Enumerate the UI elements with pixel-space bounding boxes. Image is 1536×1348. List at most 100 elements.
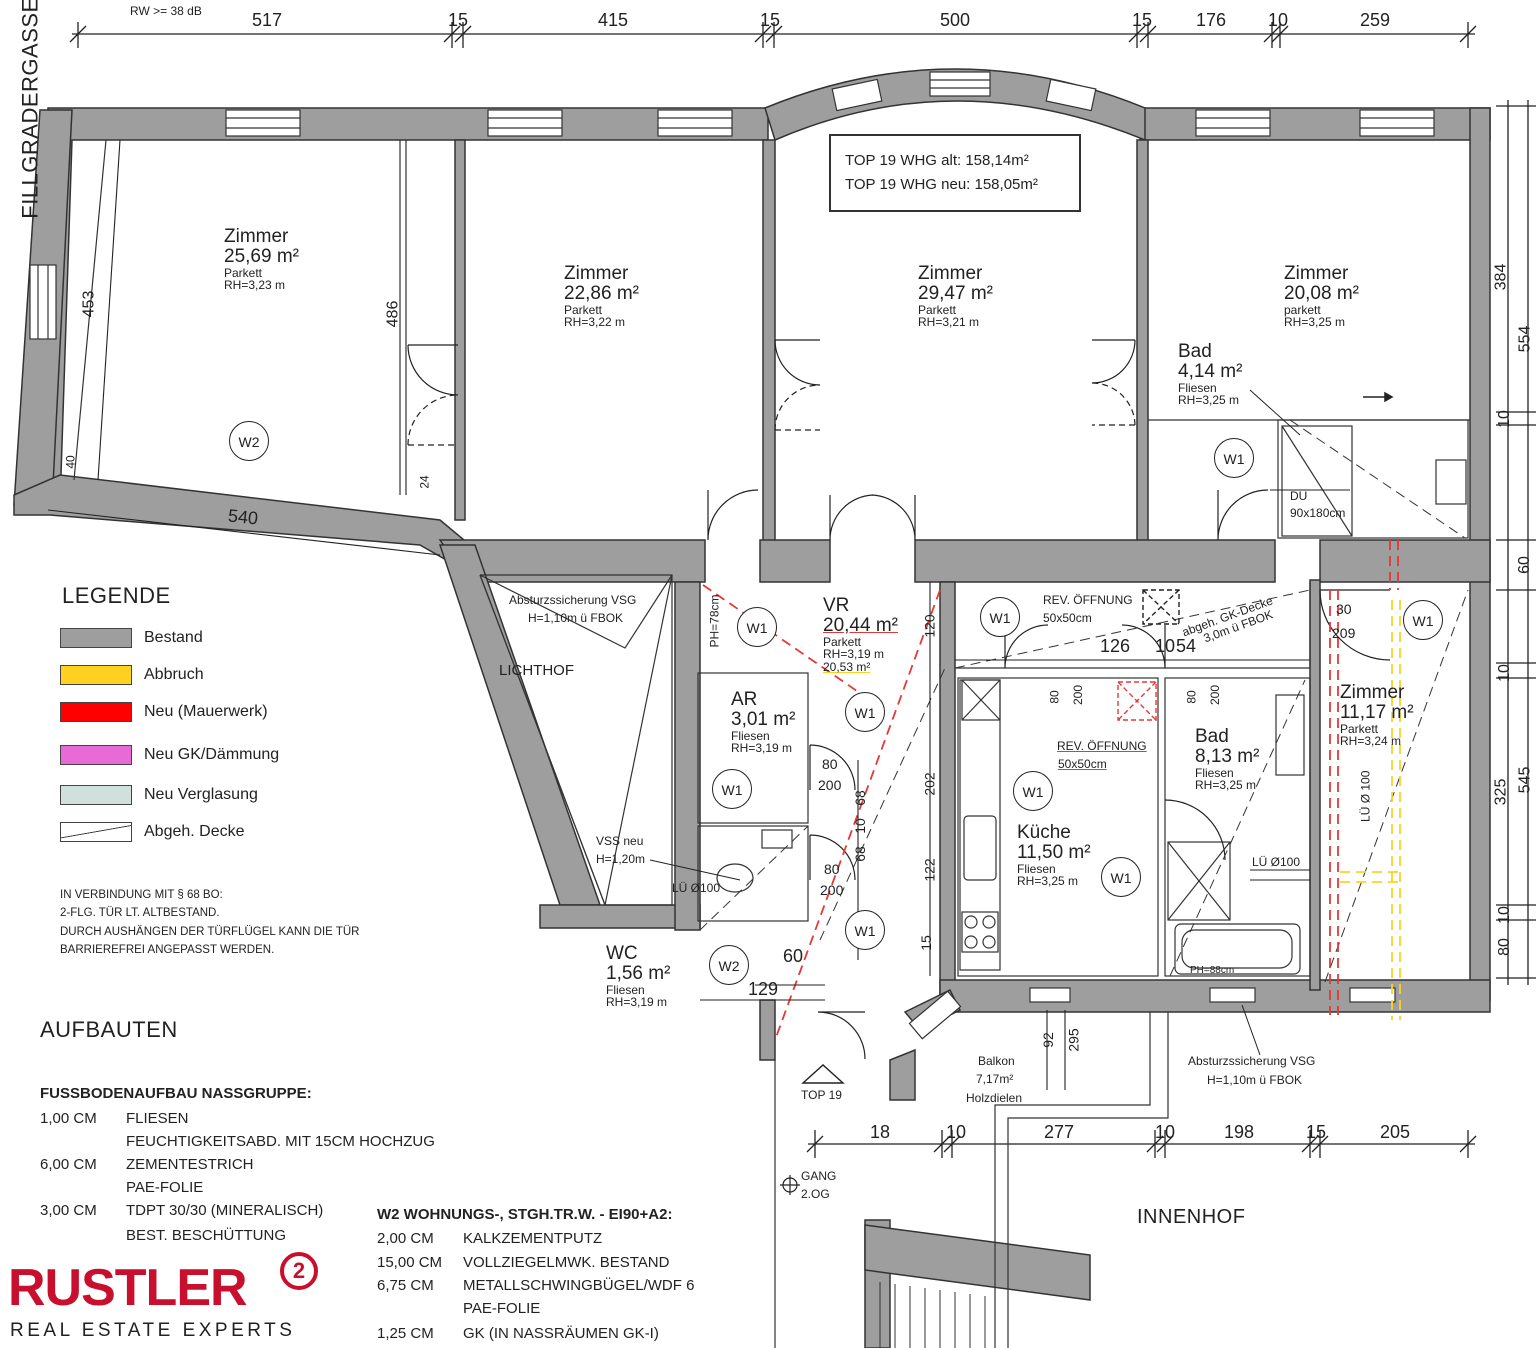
apartment-area-box: TOP 19 WHG alt: 158,14m² TOP 19 WHG neu:… [829,134,1081,212]
dim-198: 198 [1224,1122,1255,1142]
brand-tagline: REAL ESTATE EXPERTS [10,1320,296,1341]
room-vr: VR 20,44 m² Parkett RH=3,19 m 20,53 m² [823,595,898,675]
revision-opening-red [1117,681,1157,721]
wall-tag-w1: W1 [1101,857,1141,897]
rev-opening-1-b: 50x50cm [1043,611,1092,625]
w2-row-5-txt: GK (IN NASSRÄUMEN GK-I) [463,1325,659,1342]
shower-label-b: 90x180cm [1290,506,1346,520]
balkon-label-a: Balkon [978,1054,1015,1068]
dim-176: 176 [1196,10,1227,30]
aufbau-row-3-thk: 6,00 CM [40,1156,97,1173]
aufbauten-title: AUFBAUTEN [40,1017,178,1042]
arrow-icon [1363,391,1394,403]
dim-554: 554 [1516,325,1534,353]
w2-row-2-txt: VOLLZIEGELMWK. BESTAND [463,1254,670,1271]
dim-92: 92 [1039,1032,1056,1048]
entrance-marker [801,1064,845,1084]
demolition-lines [1340,600,1401,1020]
dim-277: 277 [1044,1122,1075,1142]
top-note: RW >= 38 dB [130,4,202,18]
dim-24: 24 [417,475,432,489]
wall-tag-w1: W1 [980,597,1020,637]
gang-label-a: GANG [801,1169,837,1183]
dim-540: 540 [227,505,260,529]
legend-swatch [60,785,132,805]
aufbau-row-1-thk: 1,00 CM [40,1110,97,1127]
dim-10-vr: 10 [851,818,868,834]
dim-15c: 15 [1132,10,1153,30]
legend-item-abgeh-decke: Abgeh. Decke [60,822,245,842]
w2-row-3-thk: 6,75 CM [377,1277,434,1294]
balkon-label-c: Holzdielen [966,1091,1023,1105]
wall-tag-w1: W1 [737,607,777,647]
dim-80-wc: 80 [824,861,840,877]
w2-row-5-thk: 1,25 CM [377,1325,434,1342]
dim-122: 122 [921,858,938,882]
legend-item-bestand: Bestand [60,628,203,648]
dim-129: 129 [748,979,779,999]
dim-486: 486 [384,300,402,328]
w2-row-1-txt: KALKZEMENTPUTZ [463,1230,603,1247]
room-zimmer-5: Zimmer 11,17 m² Parkett RH=3,24 m [1340,682,1414,749]
dim-15a: 15 [448,10,469,30]
note-line-4: BARRIEREFREI ANGEPASST WERDEN. [60,944,275,956]
top-dimension-line [69,22,1477,48]
legend-swatch [60,665,132,685]
bottom-dimension-line [806,1130,1477,1158]
note-line-3: DURCH AUSHÄNGEN DER TÜRFLÜGEL KANN DIE T… [60,926,360,938]
dim-10b: 10 [946,1122,967,1142]
wall-tag-w2: W2 [229,421,269,461]
dim-15b: 15 [760,10,781,30]
vss-label-b: H=1,20m [596,852,646,866]
new-masonry [702,540,1399,1041]
legend-swatch [60,702,132,722]
wall-tag-w1: W1 [845,692,885,732]
wall-tag-w1: W1 [1013,771,1053,811]
w2-row-4-txt: PAE-FOLIE [463,1300,541,1317]
aufbau-row-4-txt: PAE-FOLIE [126,1179,204,1196]
dim-80-bad: 80 [1184,690,1199,704]
wall-tag-w1: W1 [1403,600,1443,640]
wall-tag-w1: W1 [845,910,885,950]
right-dimension-line [1496,100,1536,985]
room-zimmer-3: Zimmer 29,47 m² Parkett RH=3,21 m [918,263,993,330]
w2-row-1-thk: 2,00 CM [377,1230,434,1247]
dim-60: 60 [1515,556,1533,574]
windows [29,71,1435,1040]
ph-78: PH=78cm [707,594,722,648]
corridor-marker [780,1175,800,1195]
dim-80-kitchen: 80 [1047,690,1062,704]
dim-517: 517 [252,10,283,30]
dim-126: 126 [1100,636,1131,656]
dim-200-kitchen: 200 [1071,684,1086,706]
dim-10f: 10 [1495,906,1513,924]
area-old: TOP 19 WHG alt: 158,14m² [845,152,1029,169]
brand-logo-mark: 2 [280,1252,318,1290]
room-wc: WC 1,56 m² Fliesen RH=3,19 m [606,943,671,1010]
dim-209: 209 [1332,625,1356,641]
area-new: TOP 19 WHG neu: 158,05m² [845,176,1038,193]
dim-68a: 68 [851,790,868,806]
room-outlines [73,139,1470,1348]
dim-10c: 10 [1155,1122,1176,1142]
dim-120: 120 [921,614,938,638]
dim-205: 205 [1380,1122,1411,1142]
aufbau-row-1-txt: FLIESEN [126,1110,189,1127]
room-zimmer-4: Zimmer 20,08 m² parkett RH=3,25 m [1284,263,1359,330]
dim-68b: 68 [851,846,868,862]
rev-opening-1-a: REV. ÖFFNUNG [1043,593,1133,607]
dim-10-kitchen: 10 [1155,636,1176,656]
rev-opening-2-a: REV. ÖFFNUNG [1057,739,1147,753]
aufbau-row-3-txt: ZEMENTESTRICH [126,1156,254,1173]
vent-label-2: LÜ Ø 100 [1358,770,1373,822]
dim-415: 415 [598,10,629,30]
shower-label-a: DU [1290,489,1308,503]
legend-swatch [60,822,132,842]
dim-202: 202 [921,772,938,796]
dim-295: 295 [1065,1028,1082,1052]
aufbau-row-5-thk: 3,00 CM [40,1202,97,1219]
dim-453: 453 [80,290,98,318]
note-line-1: IN VERBINDUNG MIT § 68 BO: [60,889,223,901]
dim-40: 40 [63,455,78,469]
